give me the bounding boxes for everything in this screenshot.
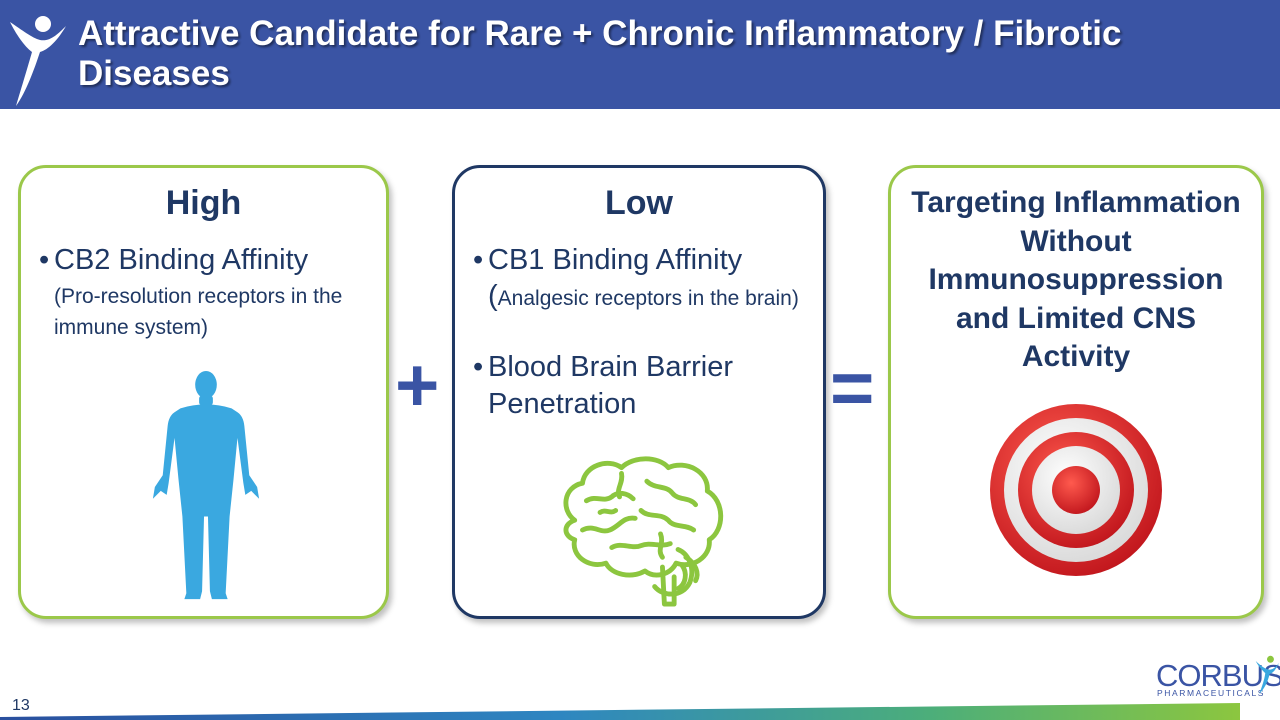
human-body-icon: [152, 370, 260, 600]
card-heading-low: Low: [605, 184, 673, 222]
corbus-figure-icon: [1255, 655, 1280, 694]
cb1-open-paren: (: [488, 280, 498, 312]
cb1-description: (Analgesic receptors in the brain): [488, 281, 808, 314]
cb1-description-text: Analgesic receptors in the brain): [497, 287, 799, 310]
bullet-dot: •: [39, 244, 50, 276]
result-card: Targeting Inflammation Without Immunosup…: [888, 165, 1264, 619]
plus-sign: +: [395, 343, 440, 428]
card-heading-high: High: [165, 184, 242, 222]
bullet-cb2-binding: • CB2 Binding Affinity: [39, 242, 379, 279]
page-number: 13: [12, 697, 30, 714]
target-icon: [990, 404, 1162, 576]
corbus-logo: CORBUS PHARMACEUTICALS: [1140, 650, 1280, 702]
footer-gradient-bar: [0, 703, 1240, 720]
slide-title: Attractive Candidate for Rare + Chronic …: [78, 14, 1122, 93]
corbus-figure-logo-icon: [10, 16, 66, 106]
bullet-bbb-penetration: • Blood Brain Barrier Penetration: [473, 351, 733, 420]
bullet-dot: •: [473, 351, 484, 383]
corbus-logo-name: CORBUS: [1156, 658, 1280, 693]
result-heading: Targeting Inflammation Without Immunosup…: [911, 186, 1241, 373]
equals-sign: =: [830, 346, 875, 431]
low-cb1-card: Low • CB1 Binding Affinity (Analgesic re…: [452, 165, 826, 619]
brain-icon: [563, 456, 724, 607]
bullet-cb1-binding: • CB1 Binding Affinity: [473, 242, 813, 279]
title-bar: Attractive Candidate for Rare + Chronic …: [0, 0, 1280, 109]
cb2-description: (Pro-resolution receptors in the immune …: [54, 285, 343, 339]
bullet-dot: •: [473, 244, 484, 276]
corbus-logo-subtitle: PHARMACEUTICALS: [1157, 688, 1266, 698]
high-cb2-card: High • CB2 Binding Affinity (Pro-resolut…: [18, 165, 389, 619]
